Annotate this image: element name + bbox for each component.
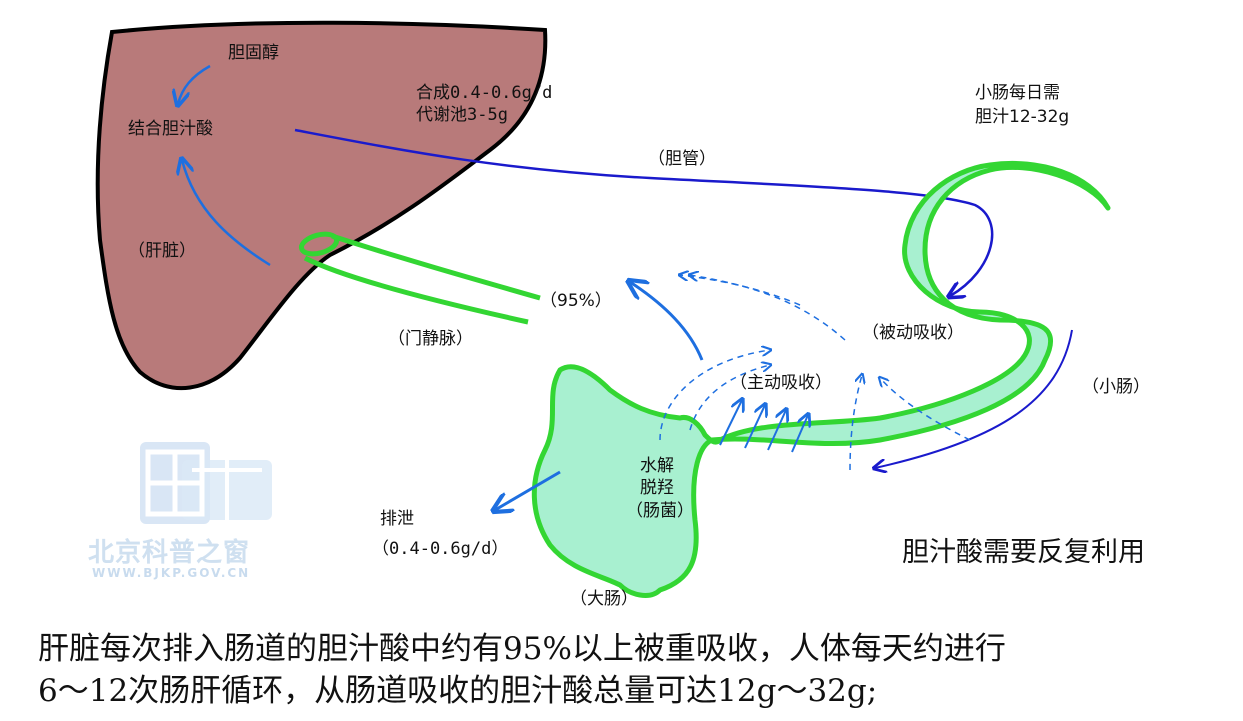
small-intestine-amount-label: 胆汁12-32g	[975, 107, 1070, 127]
passive-absorption-arrows	[659, 275, 971, 471]
liver-shape	[95, 20, 548, 391]
bjkp-logo-icon	[140, 442, 272, 524]
footer-line-2: 6～12次肠肝循环，从肠道吸收的胆汁酸总量可达12g～32g;	[38, 673, 878, 709]
footer-line-1: 肝脏每次排入肠道的胆汁酸中约有95%以上被重吸收，人体每天约进行	[38, 631, 1006, 667]
reabsorption-main-arrow	[630, 282, 704, 361]
dehydroxylation-label: 脱羟	[640, 478, 674, 498]
cholesterol-label: 胆固醇	[228, 43, 279, 63]
active-absorption-label: （主动吸收）	[730, 373, 832, 393]
small-intestine-flow-arrow	[875, 329, 1073, 468]
liver-label: （肝脏）	[128, 241, 196, 261]
small-intestine-label: （小肠）	[1082, 377, 1150, 397]
synthesis-rate-label: 合成0.4-0.6g/d	[416, 83, 553, 103]
portal-vein-lower	[303, 255, 529, 325]
hydrolysis-label: 水解	[640, 456, 674, 476]
excretion-amount-label: （0.4-0.6g/d）	[372, 539, 509, 559]
liver-return-arrow	[182, 160, 271, 267]
active-absorption-arrows	[719, 400, 808, 453]
watermark-text: 北京科普之窗	[88, 538, 251, 568]
excretion-arrow	[495, 470, 561, 510]
bile-duct-label: （胆管）	[648, 149, 716, 169]
excretion-label: 排泄	[380, 509, 414, 529]
footer-caption: 肝脏每次排入肠道的胆汁酸中约有95%以上被重吸收，人体每天约进行 6～12次肠肝…	[38, 628, 1238, 712]
enterohepatic-circulation-diagram	[95, 20, 1111, 598]
percent-95-label: （95%）	[540, 291, 612, 311]
bile-duct-line	[294, 128, 994, 296]
cholesterol-arrow	[178, 64, 211, 104]
caption-title: 胆汁酸需要反复利用	[902, 537, 1145, 568]
intestine-shape	[531, 160, 1111, 598]
portal-vein-upper	[331, 233, 541, 301]
portal-vein-label: （门静脉）	[388, 329, 473, 349]
gut-bacteria-label: （肠菌）	[626, 501, 694, 521]
watermark-url: WWW.BJKP.GOV.CN	[92, 566, 251, 580]
metabolic-pool-label: 代谢池3-5g	[416, 105, 508, 125]
small-intestine-need-label: 小肠每日需	[975, 83, 1060, 103]
passive-absorption-label: （被动吸收）	[862, 323, 964, 343]
large-intestine-label: （大肠）	[570, 589, 638, 609]
conjugated-bile-acid-label: 结合胆汁酸	[128, 119, 213, 139]
